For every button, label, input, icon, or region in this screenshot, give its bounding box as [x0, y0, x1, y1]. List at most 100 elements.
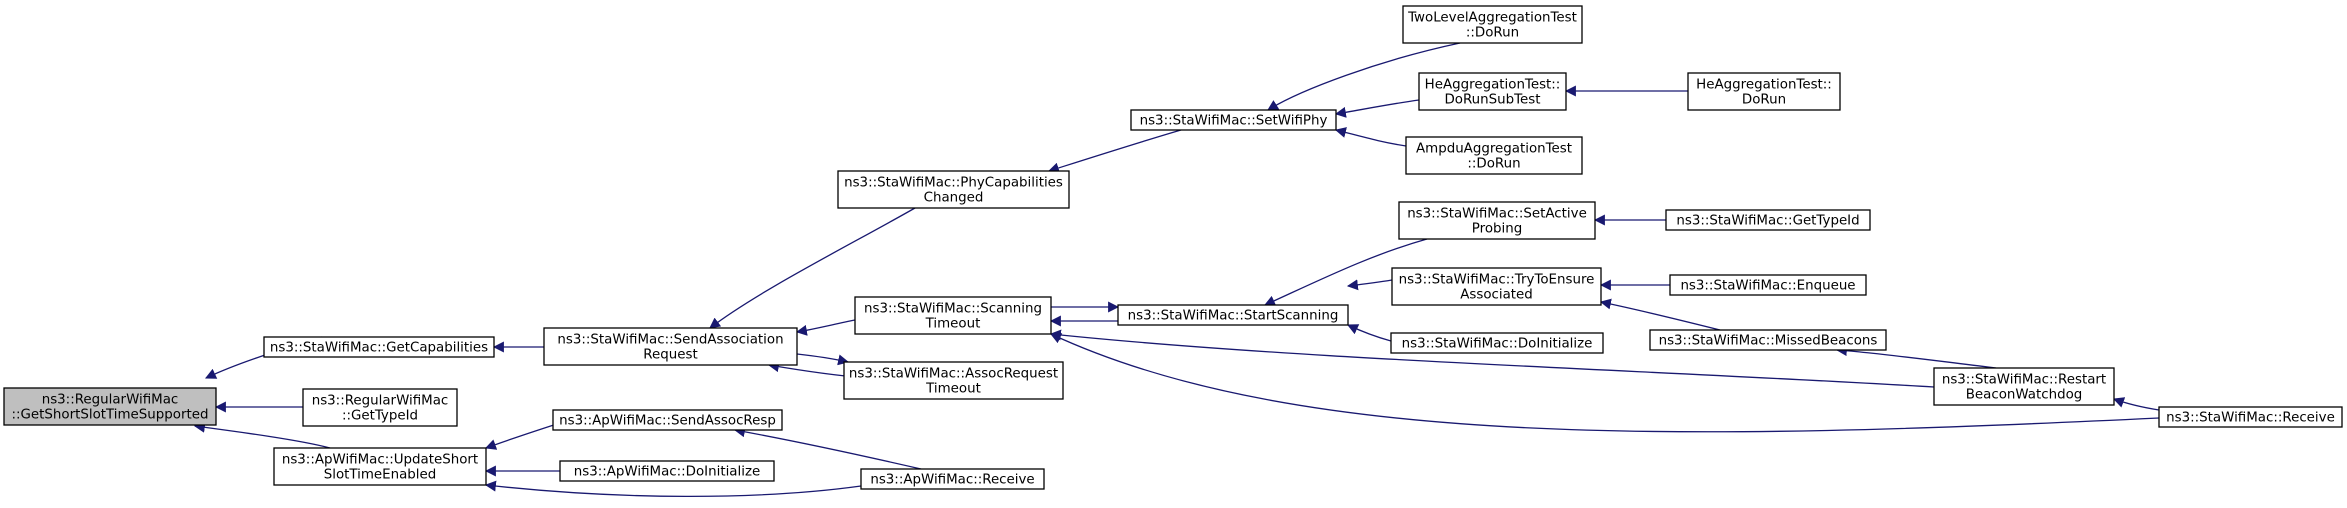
node-box[interactable] [3, 387, 217, 426]
node-label: Timeout [925, 382, 981, 397]
node-label: TwoLevelAggregationTest [1407, 11, 1577, 26]
edge-he_subtest-to-setwifiphy [1334, 99, 1420, 118]
node-box[interactable] [1391, 267, 1602, 306]
edges-layer [193, 42, 2160, 498]
node-box[interactable] [1398, 201, 1596, 240]
edge-setactive-to-startscan [1263, 238, 1428, 306]
node-box[interactable] [2158, 406, 2343, 428]
node-label: ::DoRun [1466, 26, 1519, 41]
node-box[interactable] [559, 460, 775, 482]
node-box[interactable] [543, 327, 798, 366]
node-label: Probing [1472, 222, 1522, 237]
node-enqueue[interactable]: ns3::StaWifiMac::Enqueue [1669, 274, 1867, 296]
node-label: DoRunSubTest [1444, 93, 1540, 108]
edge-sta_receive-to-restart_bw [2112, 397, 2160, 411]
node-ap_doinit[interactable]: ns3::ApWifiMac::DoInitialize [559, 460, 775, 482]
node-box[interactable] [552, 409, 783, 431]
edge-scan_timeout-to-send_assoc_req [795, 319, 856, 336]
node-setwifiphy[interactable]: ns3::StaWifiMac::SetWifiPhy [1130, 109, 1337, 131]
node-label: Associated [1460, 288, 1533, 303]
edge-twolevel-to-setwifiphy [1267, 42, 1461, 111]
node-startscan[interactable]: ns3::StaWifiMac::StartScanning [1117, 304, 1349, 326]
node-box[interactable] [1418, 72, 1567, 111]
node-missed[interactable]: ns3::StaWifiMac::MissedBeacons [1649, 329, 1887, 351]
node-box[interactable] [1117, 304, 1349, 326]
node-label: SlotTimeEnabled [324, 468, 437, 483]
edge-restart_bw-to-scan_timeout [1049, 329, 1935, 388]
node-label: ns3::StaWifiMac::DoInitialize [1402, 337, 1593, 352]
node-label: ns3::StaWifiMac::Restart [1942, 373, 2106, 388]
node-label: ns3::StaWifiMac::SetActive [1407, 207, 1587, 222]
node-label: ns3::StaWifiMac::MissedBeacons [1659, 334, 1878, 349]
node-label: Timeout [925, 317, 981, 332]
node-label: ::GetShortSlotTimeSupported [12, 408, 209, 423]
edge-trytoensure-to-startscan [1346, 279, 1393, 291]
node-box[interactable] [1130, 109, 1337, 131]
node-ampdu[interactable]: AmpduAggregationTest::DoRun [1405, 136, 1583, 175]
node-label: HeAggregationTest:: [1696, 78, 1832, 93]
node-box[interactable] [1933, 367, 2115, 406]
node-sta_gettypeid[interactable]: ns3::StaWifiMac::GetTypeId [1665, 209, 1871, 231]
node-he_dorun[interactable]: HeAggregationTest::DoRun [1687, 72, 1841, 111]
node-label: AmpduAggregationTest [1416, 142, 1572, 157]
node-box[interactable] [837, 170, 1070, 209]
node-box[interactable] [273, 447, 487, 486]
node-label: ns3::StaWifiMac::StartScanning [1128, 309, 1339, 324]
edge-send_assoc_req-to-assoc_timeout [796, 353, 850, 366]
nodes-layer: ns3::RegularWifiMac::GetShortSlotTimeSup… [3, 5, 2343, 490]
node-box[interactable] [843, 361, 1064, 400]
node-upd_short[interactable]: ns3::ApWifiMac::UpdateShortSlotTimeEnabl… [273, 447, 487, 486]
node-he_subtest[interactable]: HeAggregationTest::DoRunSubTest [1418, 72, 1567, 111]
node-send_assoc_resp[interactable]: ns3::ApWifiMac::SendAssocResp [552, 409, 783, 431]
node-label: ::GetTypeId [342, 409, 418, 424]
node-twolevel[interactable]: TwoLevelAggregationTest::DoRun [1402, 5, 1583, 44]
node-box[interactable] [302, 388, 458, 427]
node-label: Request [643, 348, 697, 363]
node-label: ns3::StaWifiMac::GetTypeId [1676, 214, 1859, 229]
node-label: HeAggregationTest:: [1425, 78, 1561, 93]
node-label: ns3::StaWifiMac::TryToEnsure [1399, 273, 1595, 288]
node-box[interactable] [1390, 332, 1604, 354]
node-box[interactable] [854, 296, 1052, 335]
edge-ap_receive-to-upd_short [484, 480, 862, 498]
node-root[interactable]: ns3::RegularWifiMac::GetShortSlotTimeSup… [3, 387, 217, 426]
node-label: BeaconWatchdog [1966, 388, 2083, 403]
node-box[interactable] [263, 336, 495, 358]
edge-sta_receive-to-scan_timeout [1050, 333, 2160, 433]
node-label: DoRun [1742, 93, 1786, 108]
node-label: Changed [924, 191, 984, 206]
node-box[interactable] [1669, 274, 1867, 296]
edge-setwifiphy-to-phycap [1047, 129, 1182, 174]
node-label: ns3::StaWifiMac::AssocRequest [849, 367, 1058, 382]
edge-missed-to-trytoensure [1599, 298, 1721, 331]
node-sta_doinit[interactable]: ns3::StaWifiMac::DoInitialize [1390, 332, 1604, 354]
node-rwm_gettypeid[interactable]: ns3::RegularWifiMac::GetTypeId [302, 388, 458, 427]
node-box[interactable] [1405, 136, 1583, 175]
edge-restart_bw-to-missed [1835, 345, 1997, 369]
node-label: ns3::ApWifiMac::DoInitialize [574, 465, 760, 480]
node-label: ns3::StaWifiMac::Receive [2166, 411, 2335, 426]
node-getcap[interactable]: ns3::StaWifiMac::GetCapabilities [263, 336, 495, 358]
node-box[interactable] [1402, 5, 1583, 44]
node-sta_receive[interactable]: ns3::StaWifiMac::Receive [2158, 406, 2343, 428]
node-ap_receive[interactable]: ns3::ApWifiMac::Receive [860, 468, 1045, 490]
edge-upd_short-to-root [193, 421, 331, 449]
node-label: ns3::RegularWifiMac [42, 393, 179, 408]
node-label: ns3::StaWifiMac::SendAssociation [557, 333, 783, 348]
edge-ap_receive-to-send_assoc_resp [733, 426, 922, 470]
node-box[interactable] [1687, 72, 1841, 111]
node-box[interactable] [1665, 209, 1871, 231]
node-label: ns3::StaWifiMac::Enqueue [1680, 279, 1855, 294]
node-box[interactable] [860, 468, 1045, 490]
node-label: ns3::ApWifiMac::UpdateShort [282, 453, 478, 468]
node-box[interactable] [1649, 329, 1887, 351]
node-label: ns3::ApWifiMac::SendAssocResp [559, 414, 776, 429]
